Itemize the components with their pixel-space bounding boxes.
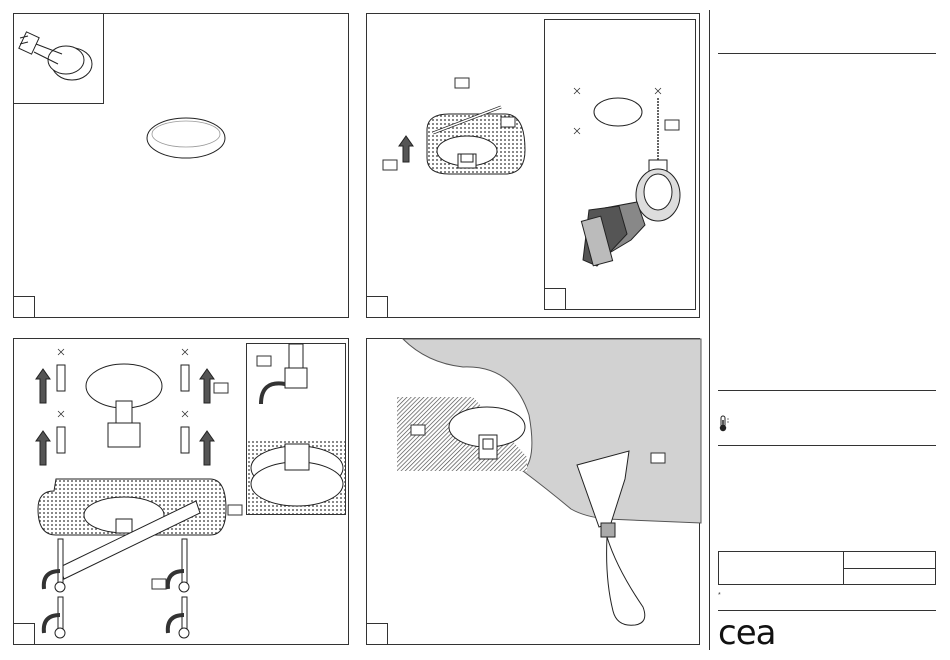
info-table-row-divider: [843, 568, 935, 569]
sidebar-top-rule: [718, 53, 936, 54]
step-number-box-inset: [544, 288, 566, 310]
sidebar-bottom-rule: [718, 610, 936, 611]
step-panel-3: [13, 338, 349, 645]
sidebar-rule-3: [718, 445, 936, 446]
inset-panel-thread: [246, 343, 346, 515]
step-panel-1: [13, 13, 349, 318]
step-number-box: [366, 623, 388, 645]
info-table: [718, 551, 936, 585]
sidebar-rule-2: [718, 390, 936, 391]
thread-connection-icon: [247, 344, 347, 516]
step-number-box: [13, 296, 35, 318]
footnote-mark: *: [718, 592, 721, 599]
drill-icon: [545, 20, 697, 311]
info-table-cell-main: [719, 552, 844, 584]
thermometer-icon: [717, 415, 731, 433]
plastering-drawing: [367, 339, 701, 646]
wall-oval-drawing: [14, 14, 350, 319]
brand-logo: cea: [718, 616, 775, 650]
step-panel-4: [366, 338, 700, 645]
inset-panel-drilling: [544, 19, 696, 310]
step-number-box: [13, 623, 35, 645]
column-separator: [709, 10, 710, 650]
step-number-box: [366, 296, 388, 318]
step-panel-2: [366, 13, 700, 318]
